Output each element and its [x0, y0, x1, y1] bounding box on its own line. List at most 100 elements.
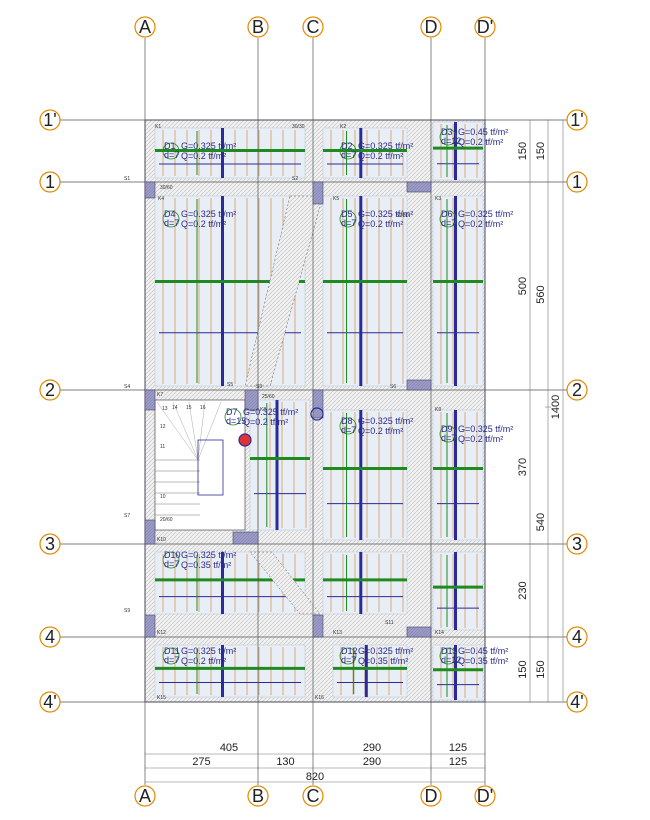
beam-tag: 30/30	[292, 124, 305, 130]
dimension-value: 230	[517, 581, 529, 599]
slab-id: D6	[441, 209, 453, 219]
slab-marker-icon	[224, 408, 242, 426]
beam-tag: S1	[124, 176, 130, 182]
column-tag: K12	[157, 630, 166, 636]
column-tag: K2	[340, 124, 346, 130]
axis-bubble	[566, 533, 588, 555]
dimension-value: 150	[517, 660, 529, 678]
stair-step-number: 11	[160, 444, 165, 450]
axis-bubble	[566, 691, 588, 713]
column	[406, 626, 432, 638]
column-tag: K14	[435, 630, 444, 636]
slab-dead-load: G=0.325 tf/m²	[243, 407, 298, 417]
stair-step-number: 12	[160, 424, 166, 430]
axis-label-D: D	[425, 786, 438, 806]
beam-tag: 20/60	[160, 517, 173, 523]
axis-bubble	[420, 16, 442, 38]
axis-bubble	[566, 109, 588, 131]
slab-thickness: d=7	[341, 150, 356, 160]
stair-winder	[188, 401, 199, 461]
slab-id: D12	[341, 646, 358, 656]
slab-id: D4	[164, 209, 176, 219]
axis-bubble	[474, 785, 496, 807]
slab-marker-icon	[162, 142, 180, 160]
axis-label-4': 4'	[570, 692, 583, 712]
column-tag: K13	[333, 630, 342, 636]
column-tag: K8	[260, 407, 266, 413]
column	[144, 519, 156, 545]
stair-winder	[172, 401, 199, 461]
beam-tag: S11	[385, 620, 394, 626]
slab-dead-load: G=0.325 tf/m²	[358, 209, 413, 219]
slab-id: D13	[441, 646, 458, 656]
dimension-value: 125	[449, 756, 467, 768]
axis-label-D': D'	[477, 17, 493, 37]
column-tag: K1	[155, 124, 161, 130]
stair-step-number: 16	[200, 405, 206, 411]
slab-live-load: Q=0.35 tf/m²	[358, 656, 408, 666]
stair-well	[154, 399, 246, 531]
slab-marker-icon	[439, 425, 457, 443]
stair-winder	[197, 401, 222, 461]
axis-label-3: 3	[45, 534, 55, 554]
column	[312, 181, 324, 205]
axis-label-1': 1'	[43, 110, 56, 130]
slab-id: D1	[164, 141, 176, 151]
axis-label-2: 2	[572, 380, 582, 400]
axis-label-2: 2	[45, 380, 55, 400]
column	[244, 389, 259, 411]
slab-marker-icon	[162, 551, 180, 569]
axis-bubble	[566, 171, 588, 193]
slab-thickness: d=7	[164, 218, 179, 228]
column	[312, 614, 324, 638]
axis-bubble	[566, 626, 588, 648]
slab-live-load: Q=0.2 tf/m²	[358, 219, 403, 229]
stair-landing	[197, 439, 224, 496]
dimension-value: 150	[535, 660, 547, 678]
axis-bubble	[474, 16, 496, 38]
slab-dead-load: G=0.325 tf/m²	[181, 646, 236, 656]
slab-labels: D1d=7G=0.325 tf/m²Q=0.2 tf/m²D2d=7G=0.32…	[162, 127, 513, 666]
slab-marker-icon	[339, 210, 357, 228]
stair-step-number: 13	[162, 406, 168, 412]
dimension-value: 540	[535, 513, 547, 531]
column	[406, 379, 432, 391]
slab-marker-icon	[339, 417, 357, 435]
dimension-value: 150	[517, 142, 529, 160]
slab-id: D2	[341, 141, 353, 151]
axis-bubble	[247, 785, 269, 807]
beam-tag: 30/60	[160, 185, 173, 191]
slab-panel	[249, 399, 311, 531]
slab-marker-icon	[439, 647, 457, 665]
slab-marker-icon	[439, 210, 457, 228]
axis-label-A: A	[139, 17, 151, 37]
slab-live-load: Q=0.2 tf/m²	[458, 434, 503, 444]
column-tag: K10	[157, 537, 166, 543]
dimension-value: 275	[192, 756, 210, 768]
slab-marker-icon	[162, 210, 180, 228]
dimension-value: 125	[449, 742, 467, 754]
axis-label-A: A	[139, 786, 151, 806]
column-tag: K3	[435, 196, 441, 202]
axis-label-C: C	[307, 17, 320, 37]
slab-dead-load: G=0.325 tf/m²	[181, 209, 236, 219]
axis-bubble	[420, 785, 442, 807]
slab-marker-icon	[339, 142, 357, 160]
beam-tag: S7	[124, 513, 130, 519]
slab-panel	[322, 551, 408, 615]
column	[144, 389, 156, 411]
slab-live-load: Q=0.35 tf/m²	[458, 656, 508, 666]
slab-panel	[154, 127, 306, 179]
stair-step-number: 14	[172, 405, 178, 411]
beam-tag: S9	[124, 608, 130, 614]
axis-bubble	[39, 171, 61, 193]
slab-panel	[322, 127, 408, 179]
slab-dead-load: G=0.325 tf/m²	[358, 646, 413, 656]
slab-marker-icon	[439, 128, 457, 146]
slab-id: D9	[441, 424, 453, 434]
slab-thickness: d=12	[441, 655, 461, 665]
column-tag: K7	[157, 392, 163, 398]
slab-dead-load: G=0.325 tf/m²	[458, 424, 513, 434]
slab-id: D5	[341, 209, 353, 219]
